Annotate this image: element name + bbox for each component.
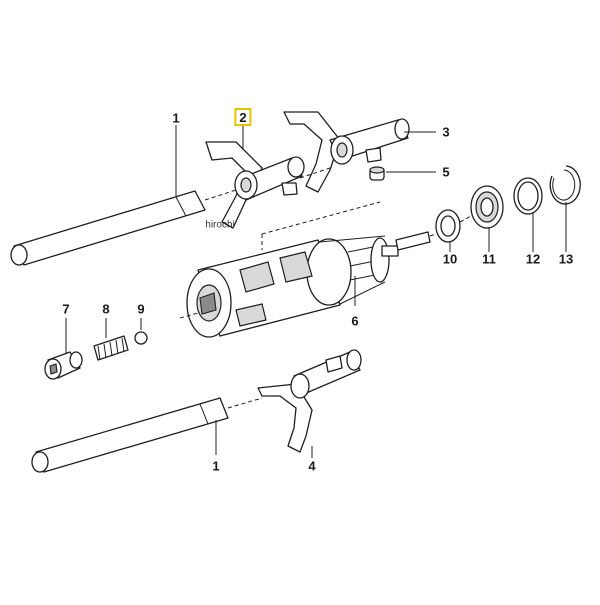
callout-12: 12 xyxy=(525,251,541,267)
callout-9: 9 xyxy=(137,301,145,317)
guide-pin-5 xyxy=(369,166,385,181)
detent-ball-9 xyxy=(134,331,148,345)
ball-bearing-11 xyxy=(459,185,504,229)
upper-shift-rod xyxy=(10,189,237,266)
callout-1-lower-rod: 1 xyxy=(212,458,220,474)
callout-1-upper-rod: 1 xyxy=(172,110,180,126)
shift-fork-2 xyxy=(205,141,305,229)
callout-5: 5 xyxy=(442,164,450,180)
callout-6: 6 xyxy=(351,313,359,329)
callout-3: 3 xyxy=(442,124,450,140)
callout-11: 11 xyxy=(482,251,496,267)
plug-screw-7 xyxy=(44,351,83,380)
thrust-washer-10 xyxy=(429,209,461,243)
lower-shift-rod xyxy=(31,397,263,473)
callout-2-highlighted: 2 xyxy=(234,108,252,126)
detent-spring-8 xyxy=(93,335,129,361)
shim-12 xyxy=(513,177,543,215)
callout-4: 4 xyxy=(308,458,316,474)
watermark-text: hirochi xyxy=(205,219,235,231)
shift-fork-4 xyxy=(257,349,362,453)
callout-10: 10 xyxy=(442,251,458,267)
callout-13: 13 xyxy=(558,251,574,267)
callout-7: 7 xyxy=(62,301,70,317)
callout-8: 8 xyxy=(102,301,110,317)
shift-fork-3 xyxy=(283,111,410,193)
shift-drum-6 xyxy=(179,201,431,338)
circlip-13 xyxy=(549,165,581,205)
leader-lines xyxy=(65,125,567,458)
